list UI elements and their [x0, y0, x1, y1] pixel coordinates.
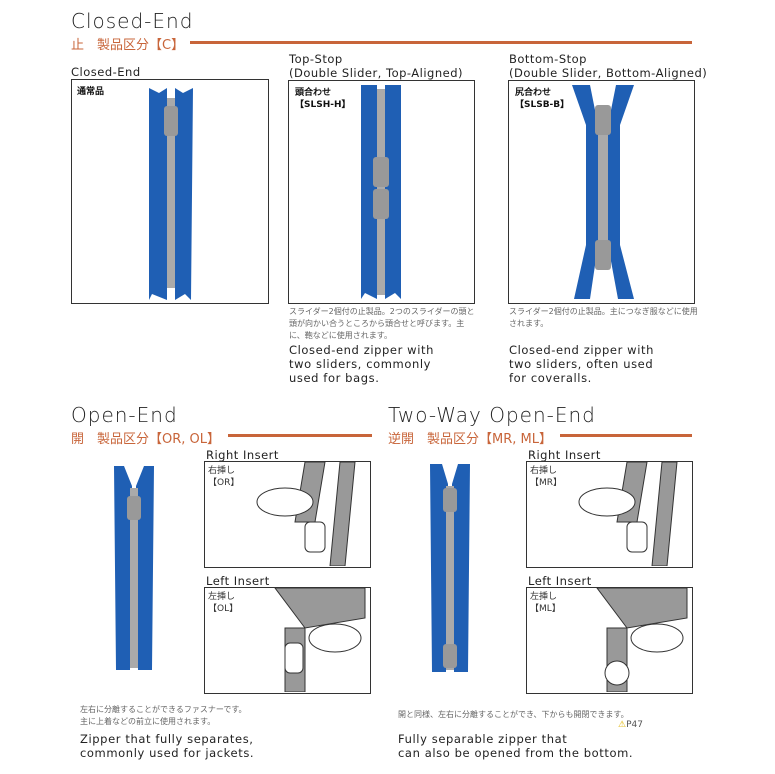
two-way-left-image: 左挿し【ML】	[526, 587, 693, 694]
divider	[228, 434, 372, 437]
open-end-title: Open-End	[71, 403, 178, 427]
open-end-zipper	[114, 466, 154, 670]
two-way-right-label: Right Insert	[528, 448, 601, 462]
two-way-subtitle: 逆開 製品区分【MR, ML】	[388, 432, 552, 447]
hand-insert-illustration	[256, 462, 356, 566]
closed-end-subtitle: 止 製品区分【C】	[71, 38, 185, 53]
two-way-right-image: 右挿し【MR】	[526, 461, 693, 568]
page-reference[interactable]: ⚠P47	[618, 720, 643, 730]
zipper-illustration	[361, 85, 401, 299]
open-left-image: 左挿し【OL】	[204, 587, 371, 694]
open-end-en: Zipper that fully separates,commonly use…	[80, 732, 255, 760]
zipper-illustration	[572, 85, 634, 299]
hand-insert-illustration	[578, 462, 678, 566]
warning-icon: ⚠	[618, 720, 627, 730]
top-stop-jp: スライダー2個付の止製品。2つのスライダーの頭と頭が向かい合うところから頭合せと…	[289, 307, 475, 340]
tag: 通常品	[77, 87, 105, 97]
hand-insert-illustration	[274, 588, 366, 692]
top-stop-image: 頭合わせ【SLSH-H】	[288, 80, 475, 304]
divider	[560, 434, 692, 437]
hand-insert-illustration	[596, 588, 688, 692]
divider	[190, 41, 692, 44]
tag: 右挿し【MR】	[530, 466, 563, 488]
tag: 左挿し【ML】	[530, 592, 561, 614]
zipper-illustration	[149, 88, 193, 300]
bottom-stop-label: Bottom-Stop(Double Slider, Bottom-Aligne…	[509, 52, 708, 80]
bottom-stop-jp: スライダー2個付の止製品。主につなぎ服などに使用されます。	[509, 307, 698, 328]
tag: 尻合わせ【SLSB-B】	[515, 88, 570, 110]
open-end-jp: 左右に分離することができるファスナーです。主に上着などの前立に使用されます。	[80, 705, 247, 726]
closed-end-image: 通常品	[71, 79, 269, 304]
two-way-title: Two-Way Open-End	[388, 403, 596, 427]
closed-end-label: Closed-End	[71, 65, 141, 79]
two-way-jp: 開と同様、左右に分離することができ、下からも開閉できます。	[398, 710, 629, 719]
open-right-label: Right Insert	[206, 448, 279, 462]
open-end-subtitle: 開 製品区分【OR, OL】	[71, 432, 221, 447]
two-way-zipper	[430, 464, 470, 672]
open-left-label: Left Insert	[206, 574, 270, 588]
tag: 左挿し【OL】	[208, 592, 239, 614]
two-way-left-label: Left Insert	[528, 574, 592, 588]
closed-end-title: Closed-End	[71, 9, 194, 33]
bottom-stop-image: 尻合わせ【SLSB-B】	[508, 80, 695, 304]
top-stop-label: Top-Stop(Double Slider, Top-Aligned)	[289, 52, 464, 80]
open-right-image: 右挿し【OR】	[204, 461, 371, 568]
tag: 頭合わせ【SLSH-H】	[295, 88, 351, 110]
tag: 右挿し【OR】	[208, 466, 240, 488]
